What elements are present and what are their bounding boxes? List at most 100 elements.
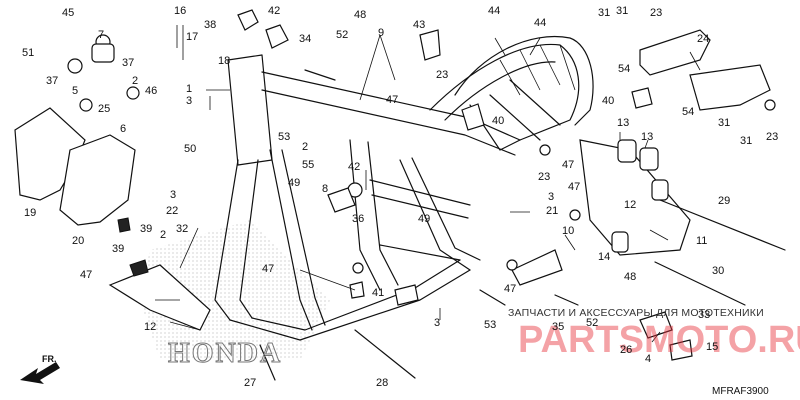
callout-40-right[interactable]: 40 — [602, 95, 614, 107]
callout-3-b[interactable]: 3 — [170, 189, 176, 201]
callout-2-low[interactable]: 2 — [160, 229, 166, 241]
callout-20[interactable]: 20 — [72, 235, 84, 247]
callout-43[interactable]: 43 — [413, 19, 425, 31]
callout-37-left[interactable]: 37 — [46, 75, 58, 87]
callout-47-center[interactable]: 47 — [262, 263, 274, 275]
callout-3-a[interactable]: 3 — [186, 95, 192, 107]
brand-outline-text: HONDA — [168, 338, 282, 369]
callout-40-center[interactable]: 40 — [492, 115, 504, 127]
callout-48[interactable]: 48 — [354, 9, 366, 21]
callout-47-right[interactable]: 47 — [562, 159, 574, 171]
callout-50[interactable]: 50 — [184, 143, 196, 155]
callout-3-c[interactable]: 3 — [548, 191, 554, 203]
callout-26[interactable]: 26 — [620, 344, 632, 356]
callout-53-low[interactable]: 53 — [484, 319, 496, 331]
callout-23-center[interactable]: 23 — [538, 171, 550, 183]
callout-29[interactable]: 29 — [718, 195, 730, 207]
callout-18[interactable]: 18 — [218, 55, 230, 67]
callout-48-right[interactable]: 48 — [624, 271, 636, 283]
callout-27[interactable]: 27 — [244, 377, 256, 389]
callout-53-top[interactable]: 53 — [278, 131, 290, 143]
callout-7[interactable]: 7 — [98, 29, 104, 41]
callout-24[interactable]: 24 — [697, 33, 709, 45]
callout-5[interactable]: 5 — [72, 85, 78, 97]
callout-36[interactable]: 36 — [352, 213, 364, 225]
callouts: 45 16 38 42 48 43 44 44 31 31 23 7 51 17… — [22, 5, 778, 389]
callout-42-mid[interactable]: 42 — [348, 161, 360, 173]
callout-38[interactable]: 38 — [204, 19, 216, 31]
callout-21[interactable]: 21 — [546, 205, 558, 217]
callout-10[interactable]: 10 — [562, 225, 574, 237]
callout-45[interactable]: 45 — [62, 7, 74, 19]
callout-12-right[interactable]: 12 — [624, 199, 636, 211]
callout-2-top[interactable]: 2 — [132, 75, 138, 87]
callout-42[interactable]: 42 — [268, 5, 280, 17]
rear-bracket-upper — [639, 29, 711, 76]
callout-31-top-b[interactable]: 31 — [616, 5, 628, 17]
callout-17[interactable]: 17 — [186, 31, 198, 43]
callout-4[interactable]: 4 — [645, 353, 651, 365]
watermark-caption: ЗАПЧАСТИ И АКСЕССУАРЫ ДЛЯ МОТОТЕХНИКИ — [508, 307, 764, 319]
callout-23-mid-top[interactable]: 23 — [436, 69, 448, 81]
leader-lines — [155, 25, 701, 343]
callout-11[interactable]: 11 — [696, 235, 707, 247]
front-direction-indicator: FR. — [20, 354, 60, 384]
callout-13-b[interactable]: 13 — [641, 131, 653, 143]
diagram-code: MFRAF3900 — [712, 386, 769, 397]
callout-51[interactable]: 51 — [22, 47, 34, 59]
callout-6[interactable]: 6 — [120, 123, 126, 135]
bushing-14 — [611, 231, 629, 253]
arrow-icon — [20, 362, 60, 384]
callout-49-top[interactable]: 49 — [288, 177, 300, 189]
callout-54-right[interactable]: 54 — [682, 106, 694, 118]
callout-30[interactable]: 30 — [712, 265, 724, 277]
callout-13-a[interactable]: 13 — [617, 117, 629, 129]
callout-32[interactable]: 32 — [176, 223, 188, 235]
callout-35[interactable]: 35 — [552, 321, 564, 333]
callout-33[interactable]: 33 — [698, 309, 710, 321]
callout-9[interactable]: 9 — [378, 27, 384, 39]
callout-52-top[interactable]: 52 — [336, 29, 348, 41]
callout-46[interactable]: 46 — [145, 85, 157, 97]
callout-12-left[interactable]: 12 — [144, 321, 156, 333]
callout-47-top[interactable]: 47 — [386, 94, 398, 106]
callout-31-top-a[interactable]: 31 — [598, 7, 610, 19]
callout-44-right[interactable]: 44 — [534, 17, 546, 29]
callout-1[interactable]: 1 — [186, 83, 192, 95]
callout-2-mid[interactable]: 2 — [302, 141, 308, 153]
callout-39-low[interactable]: 39 — [112, 243, 124, 255]
callout-37-mid[interactable]: 37 — [122, 57, 134, 69]
callout-31-right-a[interactable]: 31 — [718, 117, 730, 129]
callout-8[interactable]: 8 — [322, 183, 328, 195]
rear-bracket-lower — [689, 64, 771, 111]
callout-34[interactable]: 34 — [299, 33, 311, 45]
callout-15[interactable]: 15 — [706, 341, 718, 353]
callout-47-right-b[interactable]: 47 — [568, 181, 580, 193]
callout-47-lower[interactable]: 47 — [504, 283, 516, 295]
callout-39-left[interactable]: 39 — [140, 223, 152, 235]
callout-22[interactable]: 22 — [166, 205, 178, 217]
callout-25[interactable]: 25 — [98, 103, 110, 115]
front-cover-lower — [59, 134, 136, 226]
callout-55[interactable]: 55 — [302, 159, 314, 171]
callout-47-left[interactable]: 47 — [80, 269, 92, 281]
frame-body — [214, 36, 594, 341]
callout-3-d[interactable]: 3 — [434, 317, 440, 329]
callout-52-low[interactable]: 52 — [586, 317, 598, 329]
callout-49-mid[interactable]: 49 — [418, 213, 430, 225]
callout-23-right[interactable]: 23 — [766, 131, 778, 143]
bushing-11 — [651, 179, 669, 201]
callout-23-top[interactable]: 23 — [650, 7, 662, 19]
bushing-13b — [639, 147, 659, 171]
callout-54-top[interactable]: 54 — [618, 63, 630, 75]
callout-31-right-b[interactable]: 31 — [740, 135, 752, 147]
callout-14[interactable]: 14 — [598, 251, 610, 263]
bushing-13a — [617, 139, 637, 163]
callout-28[interactable]: 28 — [376, 377, 388, 389]
callout-41[interactable]: 41 — [372, 287, 384, 299]
long-bolts — [259, 69, 786, 381]
callout-16[interactable]: 16 — [174, 5, 186, 17]
direction-label: FR. — [42, 354, 57, 364]
callout-44-left[interactable]: 44 — [488, 5, 500, 17]
callout-19[interactable]: 19 — [24, 207, 36, 219]
